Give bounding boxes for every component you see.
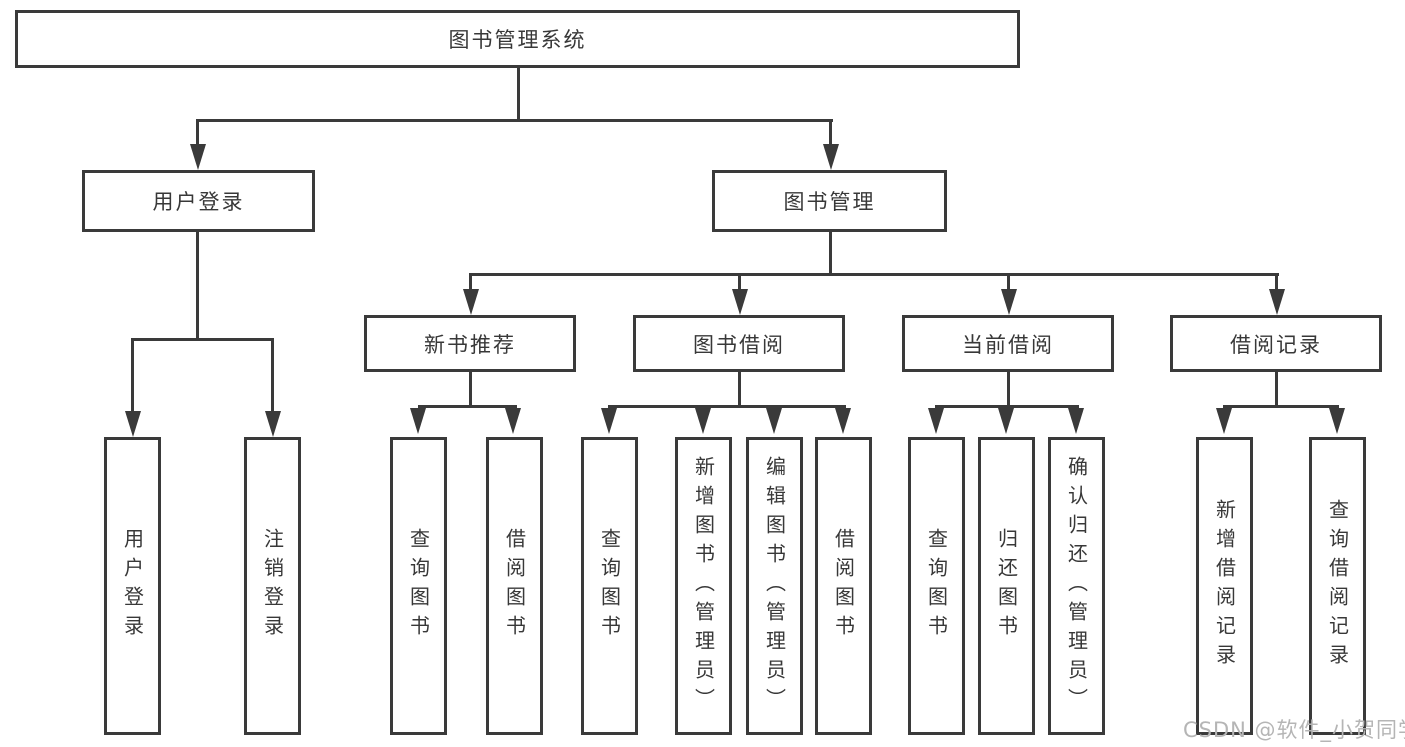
arrowhead-down-icon: [265, 411, 281, 437]
connector-line: [469, 372, 472, 408]
arrowhead-down-icon: [1001, 289, 1017, 315]
node-label: 编辑图书（管理员）: [762, 455, 787, 717]
node-book-management: 图书管理: [712, 170, 947, 232]
arrowhead-down-icon: [1068, 408, 1084, 434]
connector-line: [131, 338, 273, 341]
connector-line: [418, 405, 517, 408]
leaf-logout: 注销登录: [244, 437, 301, 735]
node-label: 借阅记录: [1230, 332, 1322, 357]
connector-line: [1007, 372, 1010, 408]
arrowhead-down-icon: [505, 408, 521, 434]
node-label: 确认归还（管理员）: [1064, 455, 1089, 717]
leaf-user-login: 用户登录: [104, 437, 161, 735]
connector-line: [829, 119, 832, 149]
arrowhead-down-icon: [1329, 408, 1345, 434]
node-label: 新书推荐: [424, 332, 516, 357]
node-label: 图书管理: [783, 190, 876, 214]
leaf-query-borrow-record: 查询借阅记录: [1309, 437, 1366, 735]
connector-line: [271, 338, 274, 415]
leaf-query-books-recommend: 查询图书: [390, 437, 447, 735]
arrowhead-down-icon: [835, 408, 851, 434]
arrowhead-down-icon: [928, 408, 944, 434]
connector-line: [1007, 273, 1010, 293]
arrowhead-down-icon: [601, 408, 617, 434]
connector-line: [738, 372, 741, 408]
leaf-add-book-admin: 新增图书（管理员）: [675, 437, 732, 735]
connector-line: [935, 405, 1079, 408]
arrowhead-down-icon: [463, 289, 479, 315]
node-label: 注销登录: [260, 528, 285, 644]
arrowhead-down-icon: [695, 408, 711, 434]
leaf-add-borrow-record: 新增借阅记录: [1196, 437, 1253, 735]
arrowhead-down-icon: [190, 144, 206, 170]
leaf-edit-book-admin: 编辑图书（管理员）: [746, 437, 803, 735]
node-label: 借阅图书: [831, 528, 856, 644]
node-label: 查询图书: [406, 528, 431, 644]
node-label: 新增借阅记录: [1212, 499, 1237, 673]
node-label: 用户登录: [152, 190, 245, 214]
connector-line: [1275, 273, 1278, 293]
connector-line: [738, 273, 741, 293]
node-label: 当前借阅: [962, 332, 1054, 357]
node-user-login: 用户登录: [82, 170, 315, 232]
leaf-return-books: 归还图书: [978, 437, 1035, 735]
connector-line: [1223, 405, 1339, 408]
leaf-borrow-books-recommend: 借阅图书: [486, 437, 543, 735]
node-label: 图书借阅: [693, 332, 785, 357]
leaf-query-books-borrow: 查询图书: [581, 437, 638, 735]
node-borrowing-records: 借阅记录: [1170, 315, 1382, 372]
node-label: 归还图书: [994, 528, 1019, 644]
connector-line: [829, 232, 832, 276]
arrowhead-down-icon: [732, 289, 748, 315]
connector-line: [469, 273, 472, 293]
leaf-borrow-books: 借阅图书: [815, 437, 872, 735]
node-current-borrowing: 当前借阅: [902, 315, 1114, 372]
node-book-borrowing: 图书借阅: [633, 315, 845, 372]
arrowhead-down-icon: [823, 144, 839, 170]
leaf-confirm-return-admin: 确认归还（管理员）: [1048, 437, 1105, 735]
leaf-query-books-current: 查询图书: [908, 437, 965, 735]
node-label: 借阅图书: [502, 528, 527, 644]
arrowhead-down-icon: [766, 408, 782, 434]
node-new-book-recommendation: 新书推荐: [364, 315, 576, 372]
node-label: 新增图书（管理员）: [691, 455, 716, 717]
arrowhead-down-icon: [410, 408, 426, 434]
connector-line: [196, 232, 199, 341]
node-label: 用户登录: [120, 528, 145, 644]
node-label: 查询图书: [597, 528, 622, 644]
connector-line: [469, 273, 1279, 276]
node-label: 图书管理系统: [448, 28, 587, 52]
connector-line: [608, 405, 846, 408]
node-library-management-system: 图书管理系统: [15, 10, 1020, 68]
csdn-watermark: CSDN @软件_小贺同学: [1183, 718, 1405, 742]
arrowhead-down-icon: [998, 408, 1014, 434]
arrowhead-down-icon: [125, 411, 141, 437]
connector-line: [1275, 372, 1278, 408]
arrowhead-down-icon: [1269, 289, 1285, 315]
connector-line: [131, 338, 134, 415]
connector-line: [196, 119, 199, 149]
connector-line: [196, 119, 833, 122]
node-label: 查询图书: [924, 528, 949, 644]
arrowhead-down-icon: [1216, 408, 1232, 434]
connector-line: [517, 68, 520, 122]
node-label: 查询借阅记录: [1325, 499, 1350, 673]
